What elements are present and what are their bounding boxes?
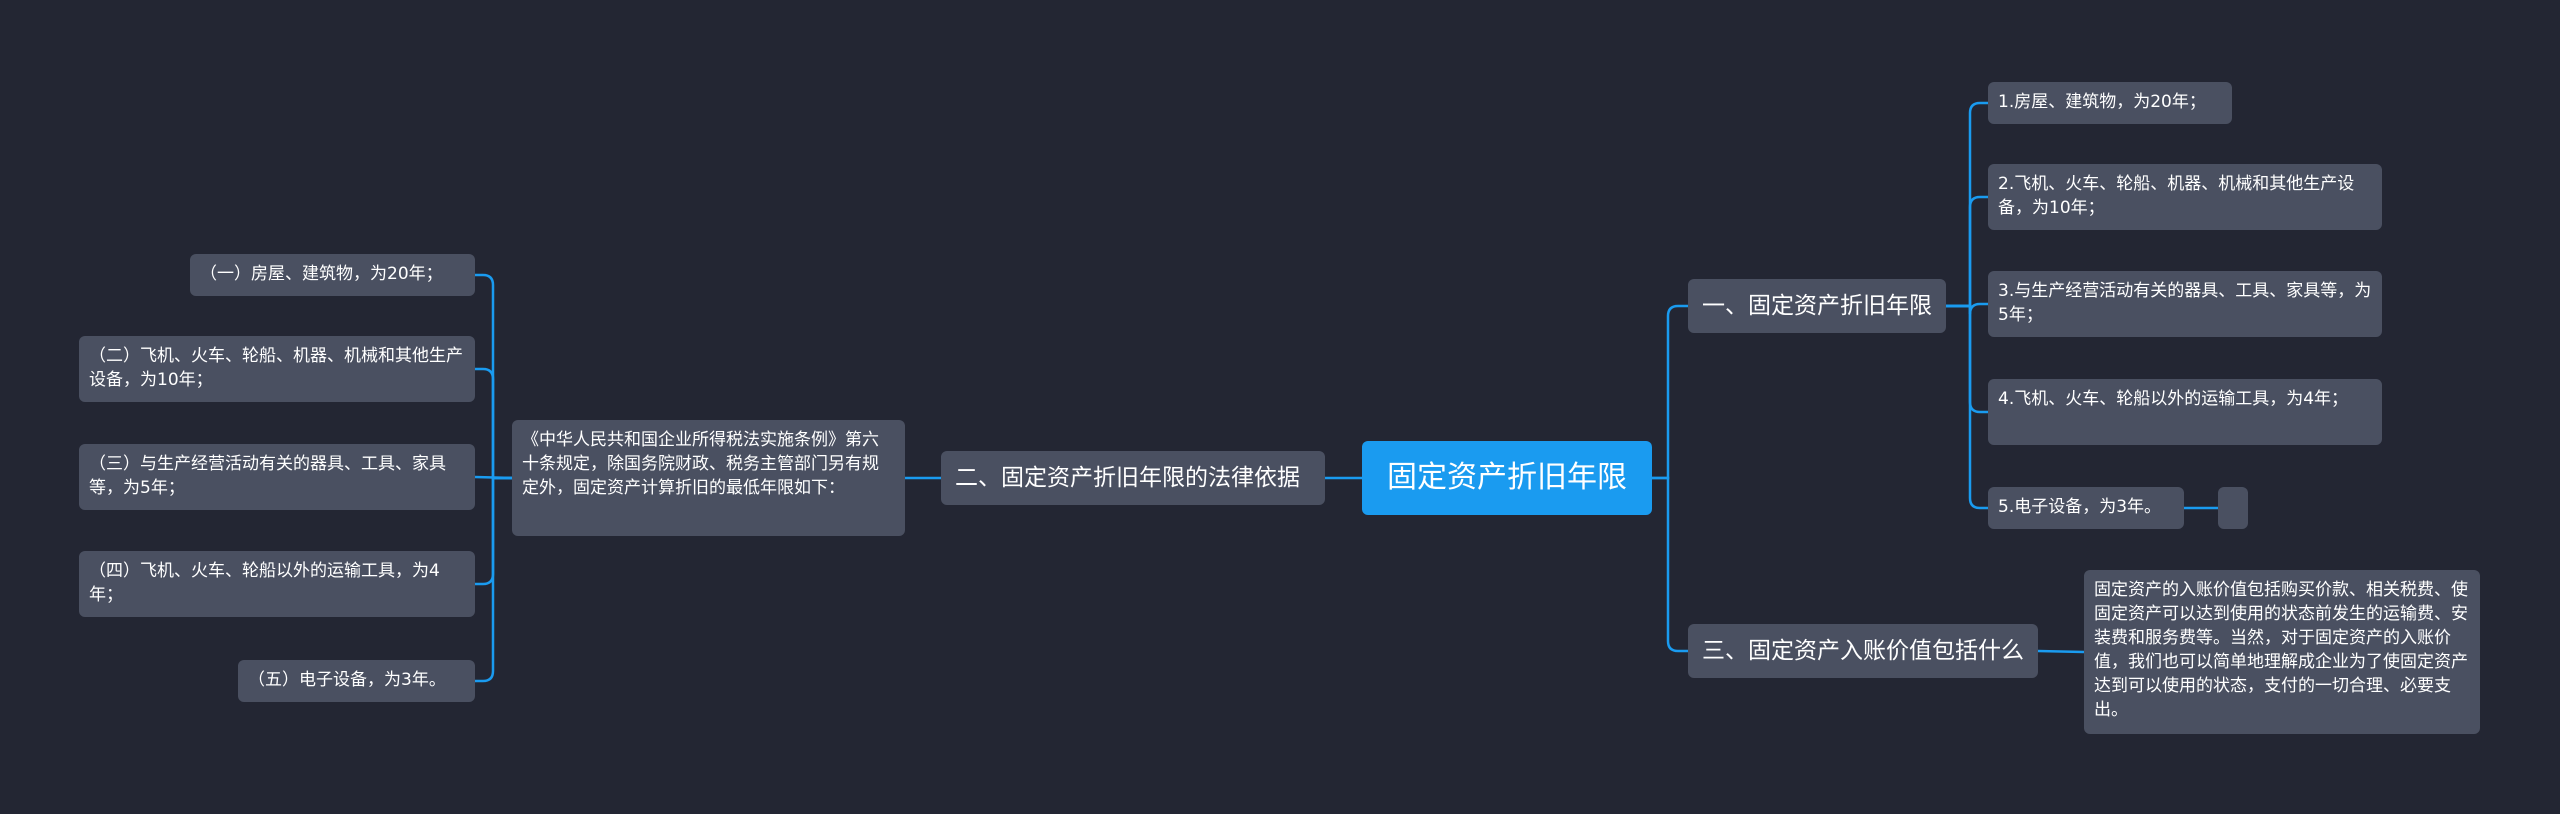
link-item-0 bbox=[475, 273, 512, 480]
link-root-right-2 bbox=[1652, 476, 1688, 653]
leaf-transport-4y[interactable]: 4.飞机、火车、轮船以外的运输工具，为4年； bbox=[1988, 379, 2382, 445]
link-years-4 bbox=[1946, 304, 1988, 510]
topic-entry-value[interactable]: 三、固定资产入账价值包括什么 bbox=[1688, 624, 2038, 678]
topic-depreciation-years[interactable]: 一、固定资产折旧年限 bbox=[1688, 279, 1946, 333]
leaf-machinery-10y[interactable]: 2.飞机、火车、轮船、机器、机械和其他生产设备，为10年； bbox=[1988, 164, 2382, 230]
link-years-3 bbox=[1946, 304, 1988, 414]
leaf-item-5-electronics[interactable]: （五）电子设备，为3年。 bbox=[238, 660, 475, 702]
root-topic[interactable]: 固定资产折旧年限 bbox=[1362, 441, 1652, 515]
empty-node[interactable] bbox=[2218, 487, 2248, 529]
leaf-house-20y[interactable]: 1.房屋、建筑物，为20年； bbox=[1988, 82, 2232, 124]
leaf-regulation-article-60[interactable]: 《中华人民共和国企业所得税法实施条例》第六十条规定，除国务院财政、税务主管部门另… bbox=[512, 420, 905, 536]
leaf-item-3-tools[interactable]: （三）与生产经营活动有关的器具、工具、家具等，为5年； bbox=[79, 444, 475, 510]
leaf-item-1-house[interactable]: （一）房屋、建筑物，为20年； bbox=[190, 254, 475, 296]
leaf-item-4-transport[interactable]: （四）飞机、火车、轮船以外的运输工具，为4年； bbox=[79, 551, 475, 617]
topic-legal-basis[interactable]: 二、固定资产折旧年限的法律依据 bbox=[941, 451, 1325, 505]
link-years-0 bbox=[1946, 101, 1988, 308]
link-entry-value bbox=[2037, 649, 2085, 654]
link-item-1 bbox=[475, 367, 512, 480]
leaf-item-2-machinery[interactable]: （二）飞机、火车、轮船、机器、机械和其他生产设备，为10年； bbox=[79, 336, 475, 402]
link-root-right-1 bbox=[1652, 304, 1688, 480]
leaf-entry-value-description[interactable]: 固定资产的入账价值包括购买价款、相关税费、使固定资产可以达到使用的状态前发生的运… bbox=[2084, 570, 2480, 734]
link-item-4 bbox=[475, 476, 512, 683]
leaf-electronics-3y[interactable]: 5.电子设备，为3年。 bbox=[1988, 487, 2184, 529]
link-years-1 bbox=[1946, 195, 1988, 308]
leaf-tools-5y[interactable]: 3.与生产经营活动有关的器具、工具、家具等，为5年； bbox=[1988, 271, 2382, 337]
